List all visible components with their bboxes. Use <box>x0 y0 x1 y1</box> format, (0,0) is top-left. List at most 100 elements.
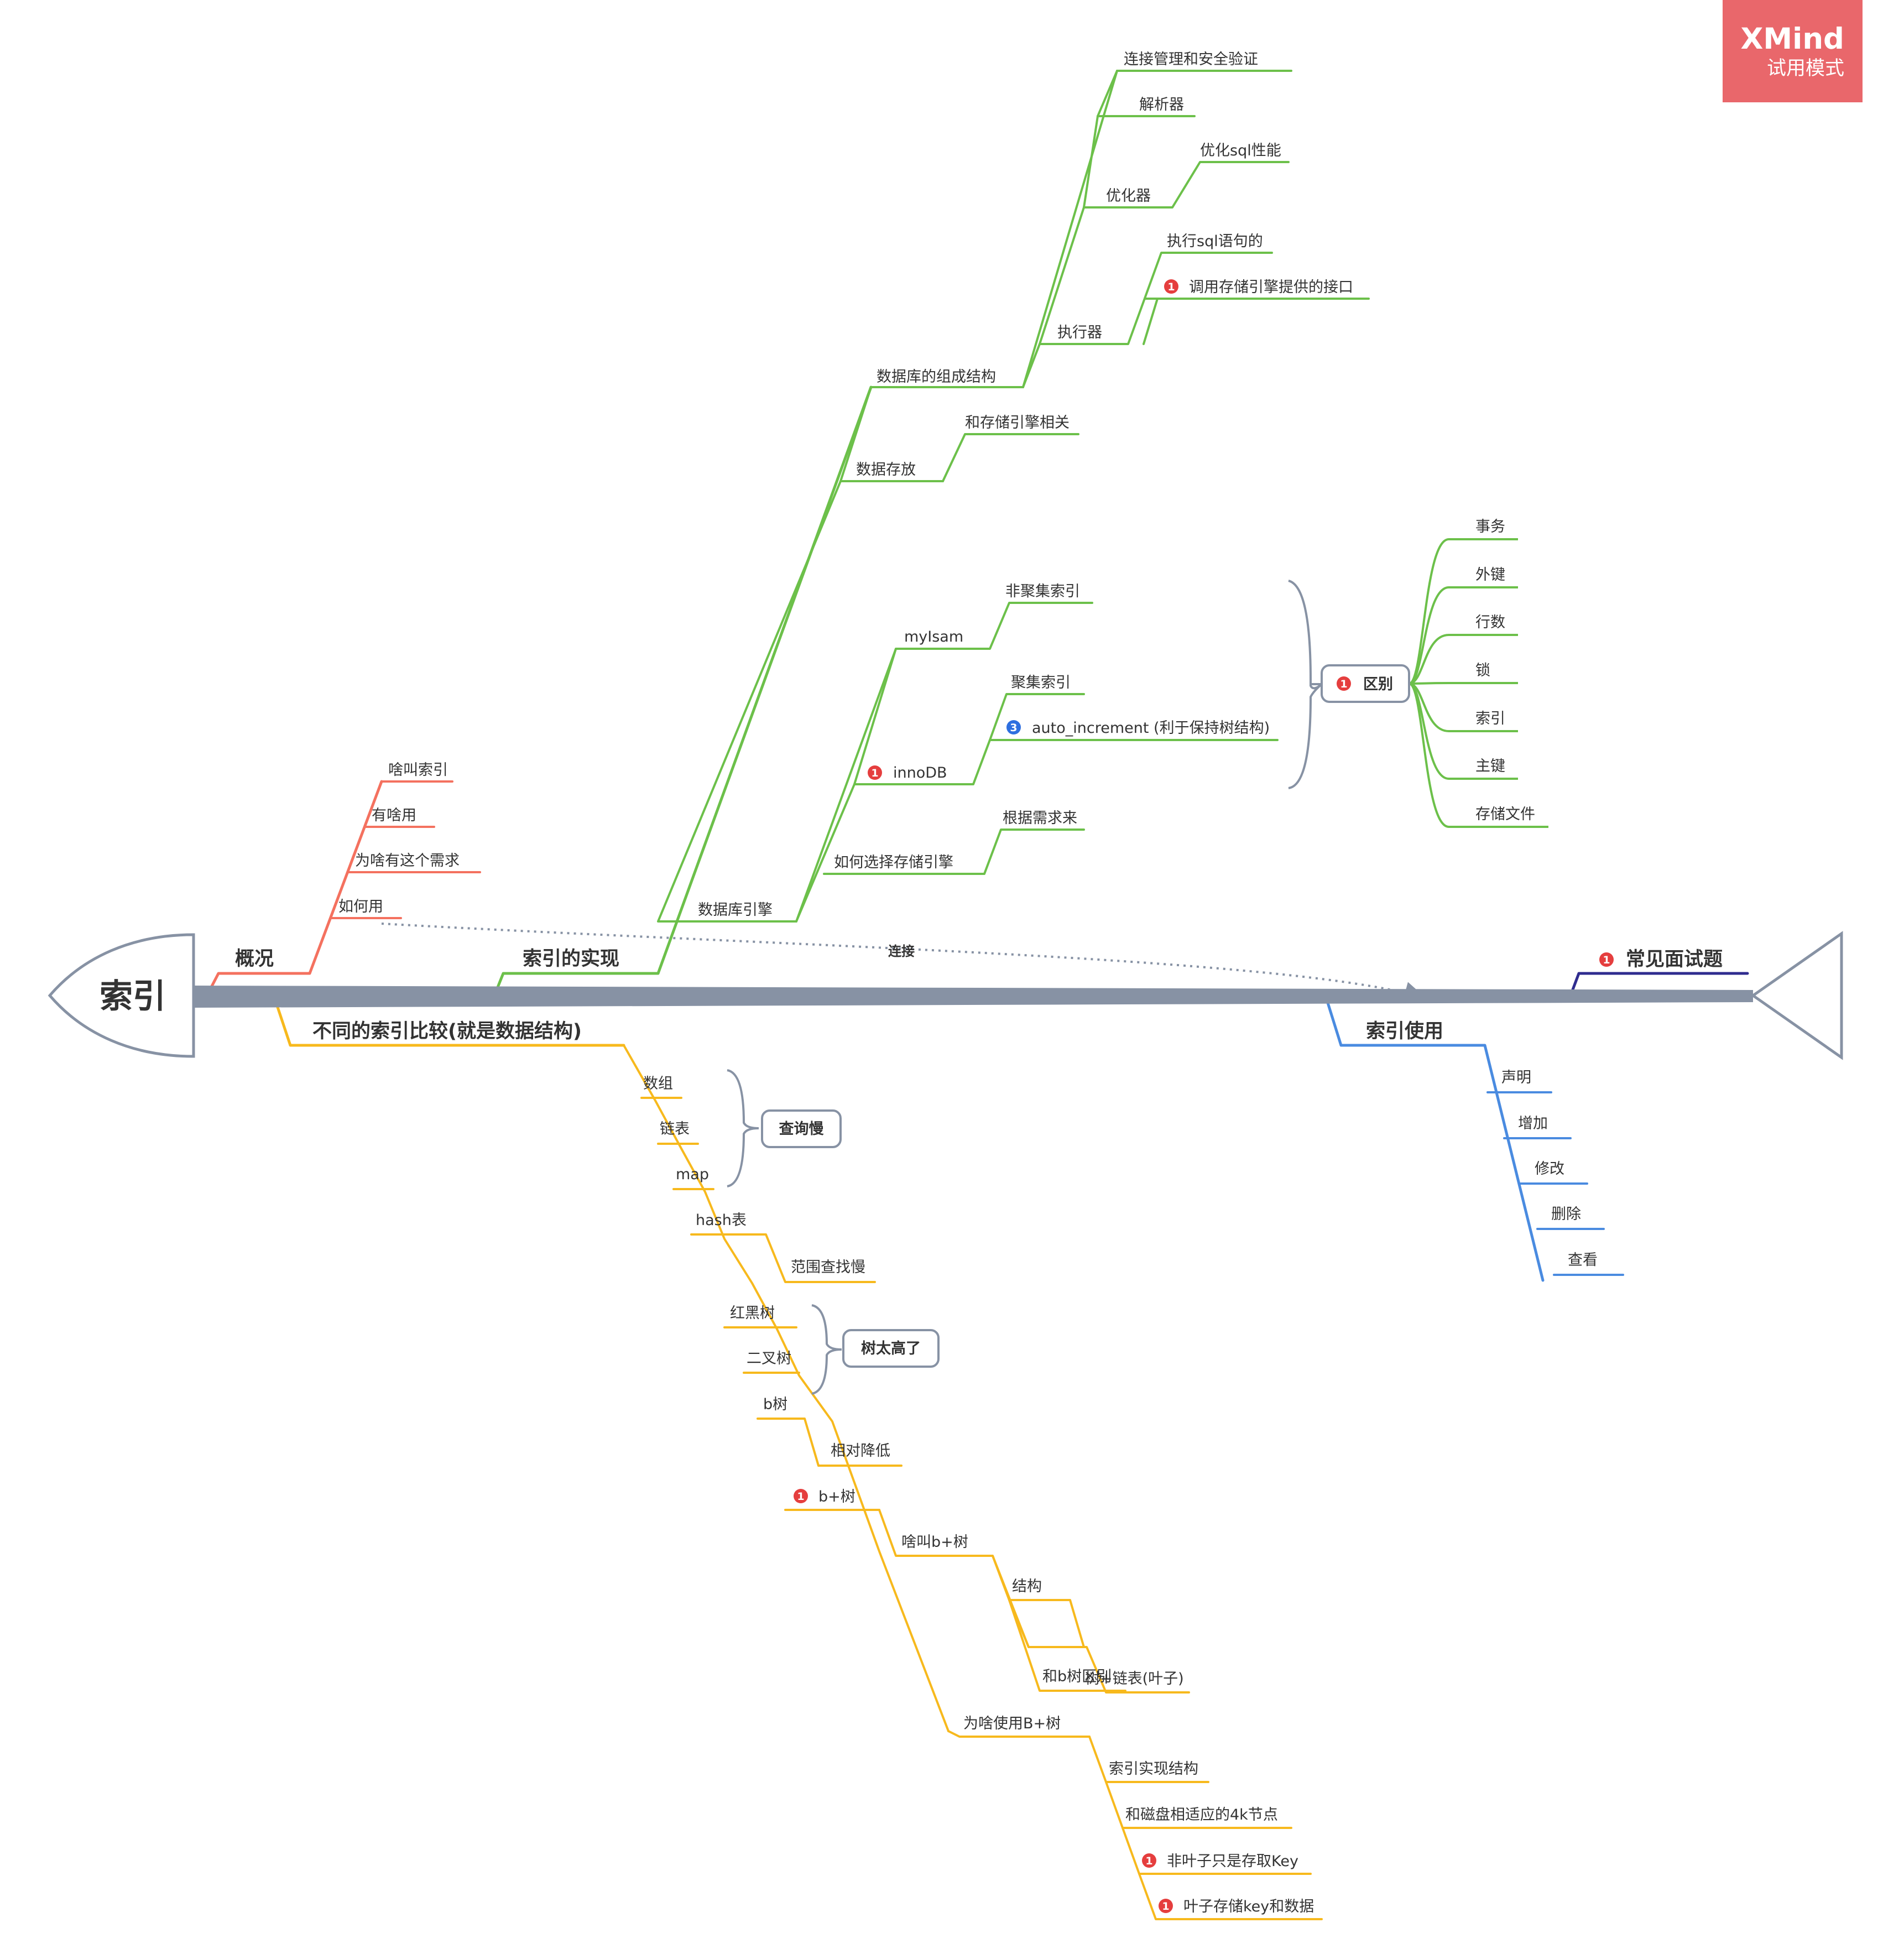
tree-high-summary-box[interactable] <box>842 1329 940 1368</box>
innodb-child[interactable]: 聚集索引 <box>1011 674 1071 691</box>
choose-engine-child[interactable]: 根据需求来 <box>1003 810 1077 827</box>
bplus-structure-child[interactable]: 树+链表(叶子) <box>1085 1670 1184 1687</box>
diff-summary[interactable]: 区别 <box>1363 676 1393 693</box>
diff-item-line <box>1409 538 1518 685</box>
bplus-why-item[interactable]: 索引实现结构 <box>1109 1760 1198 1778</box>
implementation-branch <box>496 385 873 989</box>
data-storage[interactable]: 数据存放 <box>856 461 916 478</box>
overview-item[interactable]: 为啥有这个需求 <box>355 852 460 869</box>
overview-item[interactable]: 如何用 <box>338 898 383 915</box>
choose-engine[interactable]: 如何选择存储引擎 <box>834 854 953 871</box>
connector <box>1097 70 1118 117</box>
priority-badge-icon <box>1337 676 1351 691</box>
tree-high-summary[interactable]: 树太高了 <box>861 1340 921 1357</box>
executor-child[interactable]: 调用存储引擎提供的接口 <box>1189 279 1353 296</box>
diff-item-line <box>1409 586 1518 685</box>
diff-item[interactable]: 主键 <box>1475 758 1505 775</box>
priority-badge-icon <box>1006 720 1021 734</box>
executor[interactable]: 执行器 <box>1057 324 1102 341</box>
diff-item-line <box>1409 682 1548 828</box>
connector <box>1022 343 1041 388</box>
diff-item[interactable]: 锁 <box>1475 662 1490 679</box>
priority-badge-number: 1 <box>1603 954 1610 966</box>
usage-item[interactable]: 增加 <box>1518 1115 1548 1132</box>
myisam[interactable]: myIsam <box>904 628 963 645</box>
bplus-why-item[interactable]: 非叶子只是存取Key <box>1167 1853 1298 1870</box>
myisam-line <box>795 602 1093 923</box>
structure-item[interactable]: map <box>676 1166 709 1183</box>
btree-child[interactable]: 相对降低 <box>831 1442 890 1460</box>
connection-label[interactable]: 连接 <box>888 944 915 959</box>
innodb[interactable]: innoDB <box>893 764 947 781</box>
structure-item[interactable]: 数组 <box>643 1075 673 1092</box>
structure-item[interactable]: 链表 <box>660 1121 690 1138</box>
optimizer-child[interactable]: 优化sql性能 <box>1200 142 1281 159</box>
bplus-structure[interactable]: 结构 <box>1012 1578 1042 1595</box>
summary-brace <box>727 1069 759 1187</box>
optimizer[interactable]: 优化器 <box>1106 187 1151 205</box>
overview-item[interactable]: 有啥用 <box>372 807 416 824</box>
conn-mgmt[interactable]: 连接管理和安全验证 <box>1124 51 1258 68</box>
optimizer-line <box>1083 115 1290 209</box>
priority-badge-icon <box>1159 1899 1173 1913</box>
bplus[interactable]: b+树 <box>818 1488 856 1505</box>
data-storage-child[interactable]: 和存储引擎相关 <box>965 414 1070 431</box>
priority-badge-number: 1 <box>1145 1855 1152 1867</box>
connection-line <box>381 923 1427 1004</box>
priority-badge-number: 1 <box>797 1491 804 1503</box>
bplus-diff[interactable]: 和b树区别 <box>1042 1668 1112 1685</box>
priority-badge-icon <box>1142 1853 1156 1868</box>
slow-query-summary[interactable]: 查询慢 <box>779 1121 825 1138</box>
hash[interactable]: hash表 <box>696 1212 747 1229</box>
usage-item[interactable]: 查看 <box>1568 1252 1598 1269</box>
priority-badge-icon <box>868 765 882 780</box>
comparison-branch <box>275 1002 625 1047</box>
executor-line <box>1039 206 1273 345</box>
btree-line <box>757 1418 903 1467</box>
bplus-why-item[interactable]: 叶子存储key和数据 <box>1183 1898 1314 1915</box>
usage-branch <box>1326 999 1545 1282</box>
connector <box>795 783 856 923</box>
branch-implementation[interactable]: 索引的实现 <box>523 948 619 970</box>
innodb-child[interactable]: auto_increment (利于保持树结构) <box>1032 720 1270 737</box>
priority-badge-number: 1 <box>871 767 878 779</box>
diff-item[interactable]: 事务 <box>1475 518 1505 535</box>
connector <box>1143 298 1370 345</box>
bplus-what[interactable]: 啥叫b+树 <box>901 1534 968 1551</box>
overview-branch <box>210 780 383 989</box>
usage-item[interactable]: 删除 <box>1551 1206 1581 1223</box>
diff-item[interactable]: 存储文件 <box>1475 806 1535 823</box>
usage-item[interactable]: 修改 <box>1535 1160 1564 1177</box>
priority-badge-icon <box>794 1489 808 1503</box>
db-structure[interactable]: 数据库的组成结构 <box>877 368 996 385</box>
myisam-child[interactable]: 非聚集索引 <box>1005 583 1080 600</box>
btree[interactable]: b树 <box>763 1396 787 1413</box>
branch-usage[interactable]: 索引使用 <box>1366 1020 1443 1043</box>
usage-item[interactable]: 声明 <box>1501 1069 1531 1086</box>
slow-query-summary-box[interactable] <box>761 1109 842 1148</box>
fish-head-shape <box>48 933 195 1058</box>
structure-item[interactable]: 红黑树 <box>730 1305 775 1322</box>
hash-child[interactable]: 范围查找慢 <box>791 1259 865 1276</box>
connector-lines <box>210 70 1749 1920</box>
branch-comparison[interactable]: 不同的索引比较(就是数据结构) <box>312 1020 582 1043</box>
engine[interactable]: 数据库引擎 <box>698 902 773 919</box>
executor-child[interactable]: 执行sql语句的 <box>1167 233 1263 250</box>
xmind-watermark: XMind 试用模式 <box>1723 0 1863 102</box>
interview-questions[interactable]: 常见面试题 <box>1626 949 1723 971</box>
shapes <box>48 279 1843 1913</box>
parser[interactable]: 解析器 <box>1139 96 1184 113</box>
interview-branch <box>1569 972 1749 997</box>
bplus-why[interactable]: 为啥使用B+树 <box>963 1715 1061 1732</box>
bplus-why-item[interactable]: 和磁盘相适应的4k节点 <box>1125 1806 1278 1823</box>
overview-item[interactable]: 啥叫索引 <box>388 762 448 779</box>
diff-item[interactable]: 索引 <box>1475 710 1505 727</box>
central-topic[interactable]: 索引 <box>100 977 166 1016</box>
diff-summary-box[interactable] <box>1321 664 1410 703</box>
structure-item[interactable]: 二叉树 <box>747 1350 791 1367</box>
branch-overview[interactable]: 概况 <box>235 948 274 970</box>
innodb-line <box>853 648 1279 785</box>
diff-item[interactable]: 行数 <box>1475 614 1505 631</box>
summary-brace <box>811 1304 842 1395</box>
diff-item[interactable]: 外键 <box>1475 566 1505 583</box>
